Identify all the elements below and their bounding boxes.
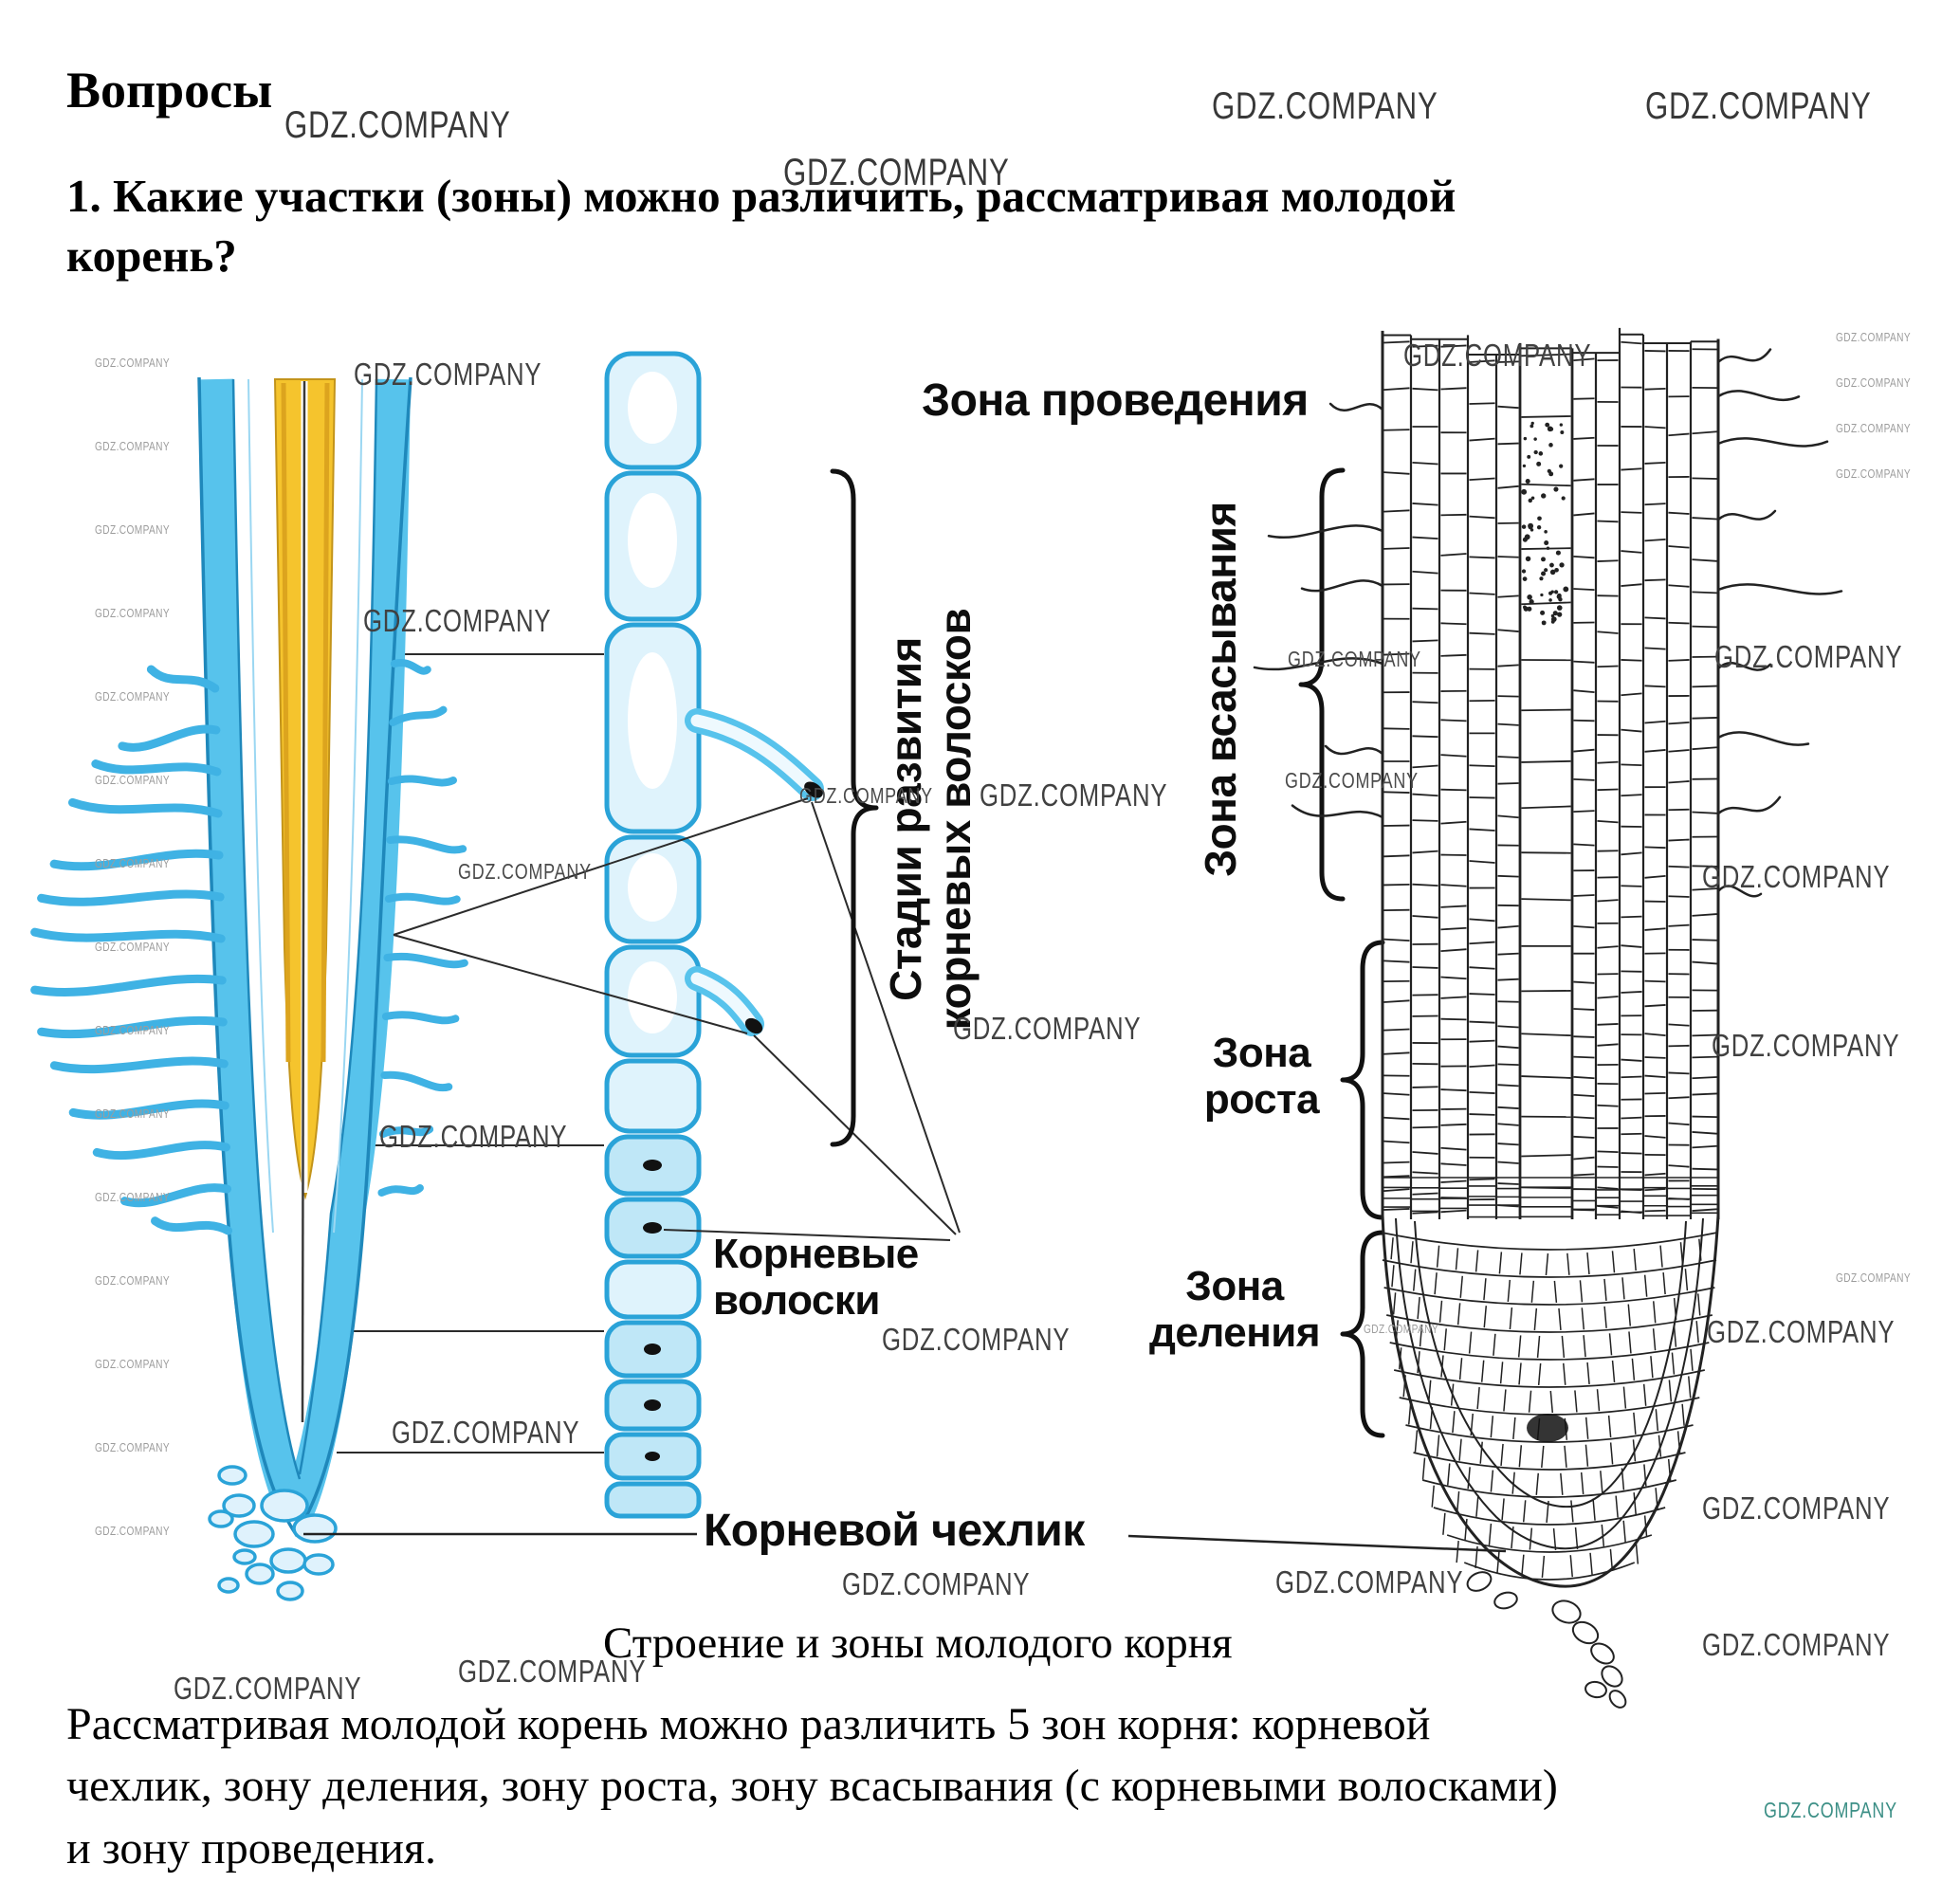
watermark: GDZ.COMPANY [1275,1564,1464,1600]
watermark: GDZ.COMPANY [95,1273,171,1288]
watermark: GDZ.COMPANY [953,1011,1142,1046]
watermark: GDZ.COMPANY [95,1440,171,1454]
left-root-hairs [30,658,468,1235]
label-absorption-zone: Зона всасывания [1196,502,1245,877]
watermark: GDZ.COMPANY [95,1524,171,1538]
answer-text: Рассматривая молодой корень можно различ… [66,1699,1558,1874]
watermark: GDZ.COMPANY [1702,859,1891,894]
absorption-zone-brace [1298,467,1346,902]
watermark: GDZ.COMPANY [363,603,552,638]
watermark: GDZ.COMPANY [379,1119,568,1154]
zone-connector-lines [334,653,604,1453]
stages-brace [830,468,879,1147]
watermark: GDZ.COMPANY [95,439,171,453]
watermark: GDZ.COMPANY [95,773,171,787]
right-root-cell-files [1381,327,1720,1219]
watermark: GDZ.COMPANY [95,606,171,620]
watermark: GDZ.COMPANY [1288,647,1421,671]
watermark: GDZ.COMPANY [1702,1627,1891,1662]
label-root-hair-stages: Стадии развития корневых волосков [881,608,980,1031]
watermark: GDZ.COMPANY [284,104,511,146]
label-growth-zone: Зона роста [1203,1030,1320,1124]
watermark: GDZ.COMPANY [354,356,542,392]
watermark: GDZ.COMPANY [1645,85,1872,127]
watermark: GDZ.COMPANY [95,1357,171,1371]
watermark: GDZ.COMPANY [1836,421,1912,435]
watermark: GDZ.COMPANY [1707,1314,1896,1349]
right-root-cap-fill [1383,1216,1718,1587]
left-root-cap-cells [208,1465,338,1601]
division-zone-brace [1340,1230,1385,1438]
watermark: GDZ.COMPANY [1285,768,1419,793]
watermark: GDZ.COMPANY [1212,85,1438,127]
watermark: GDZ.COMPANY [842,1566,1031,1601]
watermark: GDZ.COMPANY [882,1322,1071,1357]
watermark: GDZ.COMPANY [95,940,171,954]
watermark: GDZ.COMPANY [95,1190,171,1204]
watermark: GDZ.COMPANY [95,689,171,704]
right-root-cap-cells [1381,1232,1718,1581]
label-root-hairs: Корневые волоски [713,1231,919,1325]
watermark: GDZ.COMPANY [980,777,1168,813]
label-conduction-zone: Зона проведения [922,375,1309,426]
watermark: GDZ.COMPANY [1403,338,1592,373]
figure-caption: Строение и зоны молодого корня [603,1618,1233,1668]
watermark: GDZ.COMPANY [95,356,171,370]
label-division-zone: Зона деления [1148,1263,1321,1357]
watermark: GDZ.COMPANY [95,1106,171,1121]
watermark: GDZ.COMPANY [95,856,171,870]
watermark: GDZ.COMPANY [458,859,592,884]
root-hair-stages-column [604,351,702,1519]
watermark: GDZ.COMPANY [1702,1490,1891,1526]
watermark: GDZ.COMPANY [1712,1028,1900,1063]
watermark: GDZ.COMPANY [1836,330,1912,344]
watermark: GDZ.COMPANY [1836,1271,1912,1285]
right-root-hairs [1253,348,1843,898]
watermark: GDZ.COMPANY [1764,1798,1897,1822]
watermark: GDZ.COMPANY [392,1415,580,1450]
watermark: GDZ.COMPANY [1714,639,1903,674]
right-root-cap-outline [1381,1215,1720,1709]
watermark: GDZ.COMPANY [1836,466,1912,481]
question-text: 1. Какие участки (зоны) можно различить,… [66,170,1456,282]
watermark: GDZ.COMPANY [95,1023,171,1037]
growth-zone-brace [1340,940,1385,1220]
watermark: GDZ.COMPANY [95,522,171,537]
developing-root-hairs [643,708,824,1461]
label-root-cap: Корневой чехлик [704,1506,1085,1556]
page-title: Вопросы [66,62,273,119]
watermark: GDZ.COMPANY [1364,1322,1439,1336]
left-root-longitudinal-section [197,376,412,1538]
watermark: GDZ.COMPANY [1836,375,1912,390]
root-hair-pointer-lines [393,797,961,1241]
